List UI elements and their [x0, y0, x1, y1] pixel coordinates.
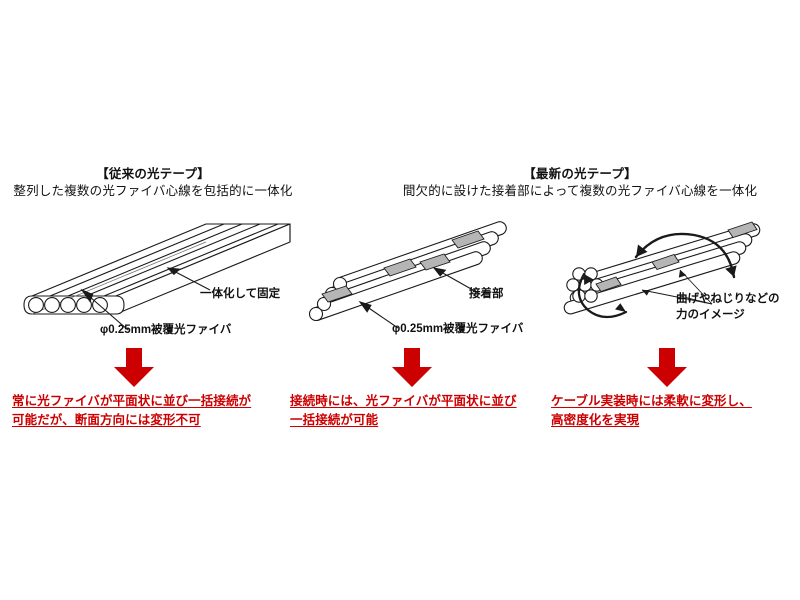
- rotation-arrow-icon: [636, 244, 737, 277]
- flexible-bundle-illustration: [563, 221, 761, 319]
- down-arrow-icon: [114, 348, 154, 387]
- rotation-arrow-icon: [577, 272, 628, 319]
- latest-flex-caption: ケーブル実装時には柔軟に変形し、 高密度化を実現: [551, 392, 800, 430]
- adhesive-patch: [321, 230, 485, 303]
- conventional-caption-line2: 可能だが、断面方向には変形不可: [12, 413, 201, 427]
- latest-flat-illustration: [308, 221, 507, 329]
- leader-arrow-icon: [166, 267, 211, 291]
- latest-flex-caption-line1: ケーブル実装時には柔軟に変形し、: [551, 394, 752, 408]
- rotation-arrow-icon: [634, 232, 736, 279]
- force-label-line1: 曲げやねじりなどの: [676, 293, 780, 305]
- leader-arrow-icon: [80, 288, 129, 331]
- conventional-fiber-label: φ0.25mm被覆光ファイバ: [100, 324, 232, 336]
- conventional-caption-line1: 常に光ファイバが平面状に並び一括接続が: [12, 394, 252, 408]
- latest-flex-caption-line2: 高密度化を実現: [551, 413, 640, 427]
- down-arrow-icon: [392, 348, 432, 387]
- conventional-fixing-label: 一体化して固定: [200, 288, 281, 300]
- latest-adhesive-label: 接着部: [469, 288, 504, 300]
- latest-panel-subtitle: 間欠的に設けた接着部によって複数の光ファイバ心線を一体化: [402, 184, 758, 198]
- conventional-panel-subtitle: 整列した複数の光ファイバ心線を包括的に一体化: [13, 184, 293, 198]
- conventional-ribbon-illustration: [23, 223, 291, 331]
- latest-connect-caption-line2: 一括接続が可能: [290, 413, 379, 427]
- latest-fiber-label: φ0.25mm被覆光ファイバ: [392, 323, 524, 335]
- latest-connect-caption-line1: 接続時には、光ファイバが平面状に並び: [290, 394, 517, 408]
- down-arrow-icon: [647, 348, 687, 387]
- leader-arrow-icon: [641, 269, 713, 305]
- leader-arrow-icon: [432, 267, 481, 295]
- leader-arrow-icon: [358, 300, 399, 329]
- latest-connect-caption: 接続時には、光ファイバが平面状に並び 一括接続が可能: [290, 392, 570, 430]
- adhesive-patch: [595, 221, 758, 293]
- rotation-arrow-icon: [584, 274, 626, 312]
- latest-panel-title: 【最新の光テープ】: [523, 167, 637, 181]
- force-label-line2: 力のイメージ: [676, 309, 745, 321]
- conventional-panel-title: 【従来の光テープ】: [96, 167, 210, 181]
- conventional-caption: 常に光ファイバが平面状に並び一括接続が 可能だが、断面方向には変形不可: [12, 392, 292, 430]
